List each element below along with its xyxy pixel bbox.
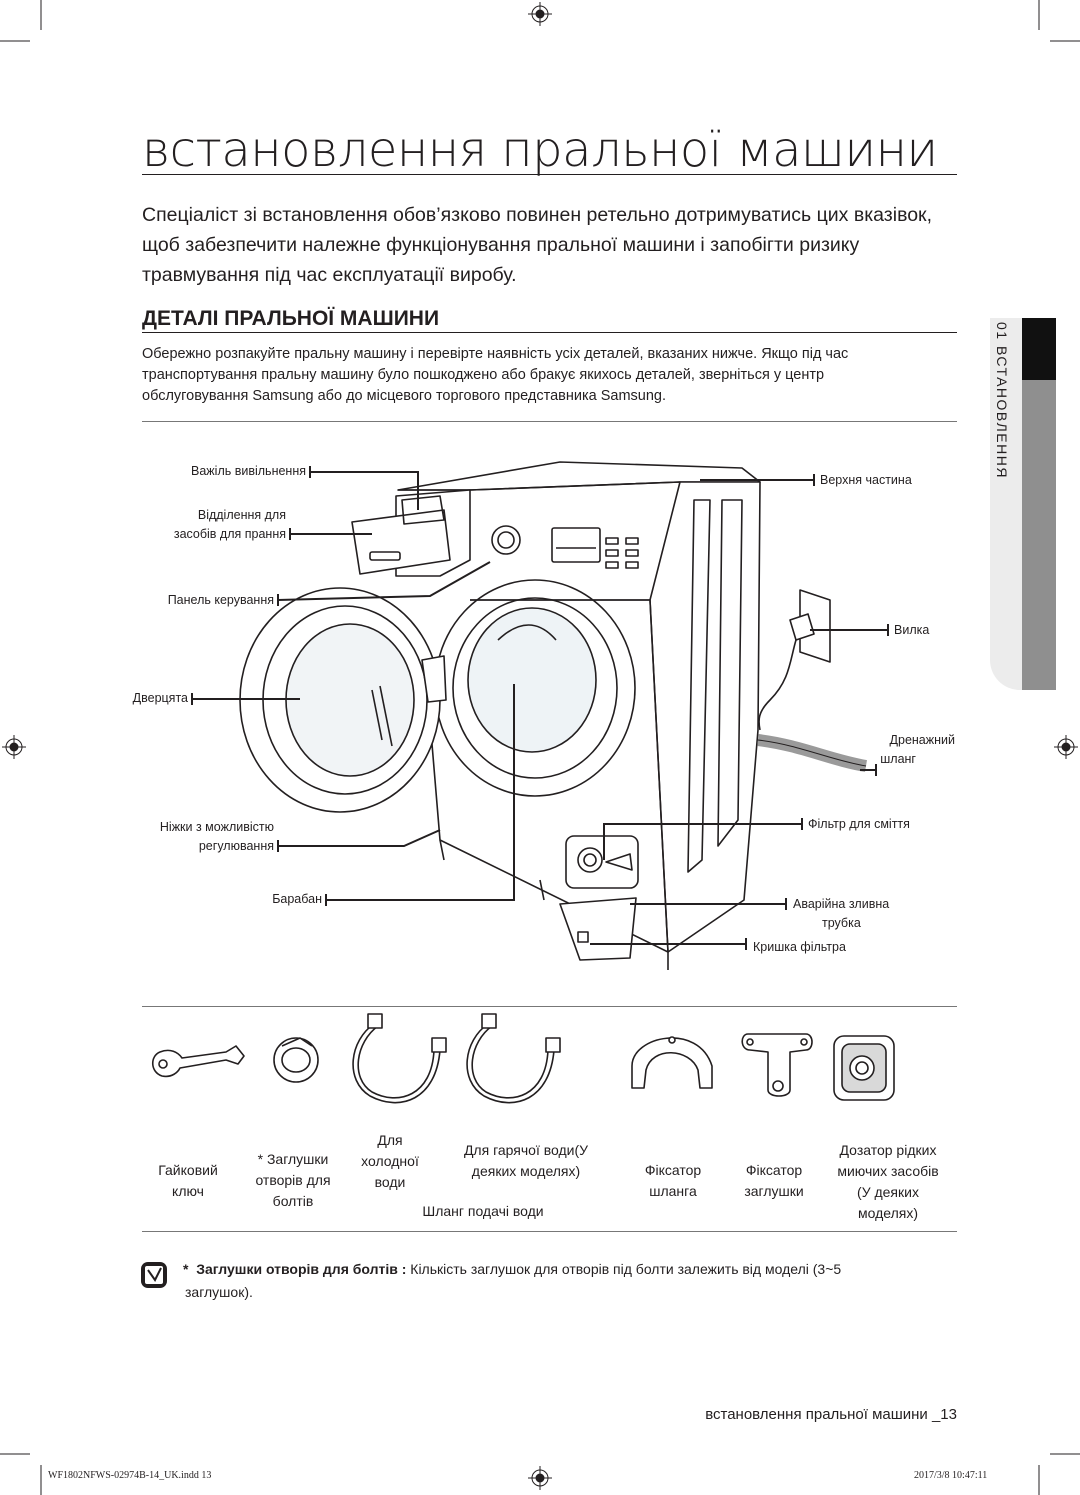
imprint-date: 2017/3/8 10:47:11 [914,1470,988,1481]
side-tab-marker [1022,318,1056,380]
body-line: Обережно розпакуйте пральну машину і пер… [142,346,849,362]
label-release-lever: Важіль вивільнення [191,464,306,478]
title-divider [142,174,957,175]
caption-liquid-dispenser: Дозатор рідких миючих засобів (У деяких … [837,1142,939,1221]
body-paragraph: Обережно розпакуйте пральну машину і пер… [142,344,942,407]
label-drum: Барабан [272,892,322,906]
cap-holder-icon [741,1033,813,1097]
section-divider [142,332,957,333]
caption-cap-holder: Фіксатор заглушки [744,1162,804,1199]
side-tab-background [990,318,1022,690]
registration-mark-right [1054,735,1078,759]
diagram-top-divider [142,421,957,422]
accessories-top-divider [142,1006,957,1007]
liquid-detergent-dispenser-icon [833,1035,895,1101]
accessories-illustration [151,1013,895,1104]
registration-mark-left [2,735,26,759]
label-emergency-drain-line1: Аварійна зливна [793,897,890,911]
label-legs-line1: Ніжки з можливістю [159,820,274,834]
label-drain-hose-line1: Дренажний [889,733,955,747]
caption-spanner: Гайковий ключ [158,1162,218,1199]
label-top-cover: Верхня частина [820,473,912,487]
accessories-bottom-divider [142,1231,957,1232]
note-text: * Заглушки отворів для болтів : Кількіст… [183,1261,842,1300]
hot-water-hose-icon [466,1013,561,1104]
side-tab-label: 01 ВСТАНОВЛЕННЯ [994,322,1010,479]
label-control-panel: Панель керування [167,593,274,607]
spanner-icon [151,1045,245,1078]
registration-mark-bottom [528,1466,552,1490]
label-door: Дверцята [132,691,188,705]
label-emergency-drain-line2: трубка [822,916,861,930]
label-drain-hose-line2: шланг [880,752,916,766]
side-tab-bar [1022,318,1056,690]
hose-holder-icon [631,1036,713,1089]
washing-machine-illustration [191,461,889,970]
imprint-file: WF1802NFWS-02974B-14_UK.indd 13 [48,1470,212,1481]
cold-water-hose-icon [352,1013,447,1104]
page-title: встановлення пральної машини [142,122,938,178]
caption-water-hose: Шланг подачі води [422,1203,544,1219]
page-footer: встановлення пральної машини _13 [705,1406,957,1423]
caption-bolt-caps: * Заглушки отворів для болтів [255,1151,331,1209]
caption-cold-water: Для холодної води [361,1132,419,1190]
body-line: транспортування пральну машину було пошк… [142,367,825,383]
label-detergent-drawer-line1: Відділення для [197,508,286,522]
intro-line: Спеціаліст зі встановлення обов’язково п… [142,204,932,226]
label-detergent-drawer-line2: засобів для прання [173,527,286,541]
intro-line: травмування під час експлуатації виробу. [142,264,517,286]
body-line: обслуговування Samsung або до місцевого … [142,388,667,404]
label-legs-line2: регулювання [198,839,274,853]
label-filter-cover: Кришка фільтра [753,940,846,954]
bolt-cap-icon [273,1037,319,1083]
intro-paragraph: Спеціаліст зі встановлення обов’язково п… [142,200,962,290]
label-debris-filter: Фільтр для сміття [808,817,910,831]
registration-mark-top [528,2,552,26]
caption-hose-holder: Фіксатор шланга [644,1162,702,1199]
caption-hot-water: Для гарячої води(У деяких моделях) [463,1142,589,1179]
label-plug: Вилка [894,623,930,637]
section-heading: ДЕТАЛІ ПРАЛЬНОЇ МАШИНИ [142,307,440,330]
intro-line: щоб забезпечити належне функціонування п… [142,234,860,256]
note-icon [141,1262,167,1288]
